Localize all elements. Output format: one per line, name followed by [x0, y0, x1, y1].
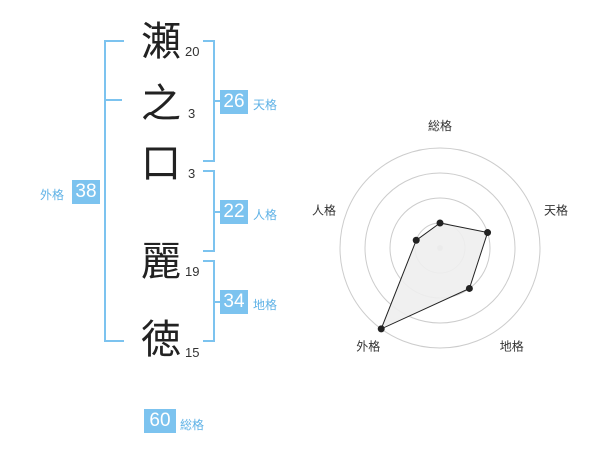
- name-char-1: 瀬: [141, 19, 181, 65]
- radar-point-5: [412, 236, 420, 244]
- tenkaku-value: 26: [220, 90, 248, 114]
- stroke-count-2: 3: [188, 106, 196, 121]
- name-char-3: 口: [141, 141, 181, 187]
- name-char-5: 徳: [141, 317, 181, 363]
- soukaku-value: 60: [144, 409, 176, 433]
- gaikaku-label: 外格: [40, 188, 65, 202]
- radar-axis-label: 総格: [428, 118, 452, 133]
- radar-point-1: [436, 219, 444, 227]
- radar-ring: [364, 172, 516, 324]
- jinkaku-tick: [213, 211, 221, 213]
- stroke-count-5: 15: [185, 345, 200, 360]
- stroke-count-4: 19: [185, 264, 200, 279]
- tenkaku-tick: [213, 100, 221, 102]
- radar-point-2: [484, 229, 492, 237]
- stroke-count-1: 20: [185, 44, 200, 59]
- radar-point-4: [377, 325, 385, 333]
- radar-axis-label: 外格: [356, 339, 380, 354]
- chikaku-label: 地格: [253, 298, 278, 312]
- radar-ring: [339, 147, 541, 349]
- radar-polygon: [380, 222, 489, 330]
- chikaku-value: 34: [220, 290, 248, 314]
- gaikaku-value: 38: [72, 180, 100, 204]
- jinkaku-label: 人格: [253, 208, 278, 222]
- radar-axis-label: 天格: [544, 202, 568, 217]
- radar-point-3: [465, 284, 473, 292]
- gaikaku-bracket: [104, 40, 124, 342]
- name-char-2: 之: [141, 81, 181, 127]
- radar-axis-label: 人格: [312, 202, 336, 217]
- jinkaku-value: 22: [220, 200, 248, 224]
- tenkaku-label: 天格: [253, 98, 278, 112]
- name-char-4: 麗: [141, 239, 181, 285]
- stroke-count-3: 3: [188, 166, 196, 181]
- chikaku-tick: [213, 301, 221, 303]
- radar-axis-label: 地格: [500, 339, 524, 354]
- gaikaku-inner-tick: [104, 99, 122, 101]
- soukaku-label: 総格: [180, 418, 205, 432]
